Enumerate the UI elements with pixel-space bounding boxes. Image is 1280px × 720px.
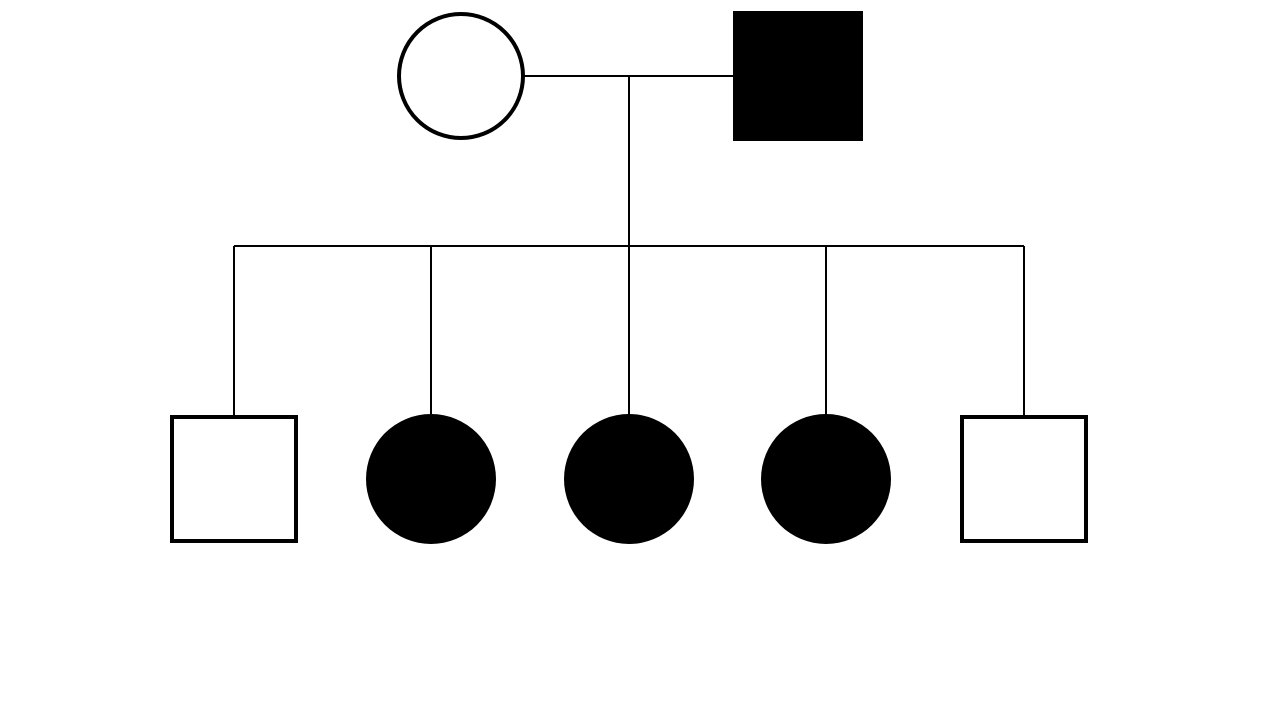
pedigree-symbols	[170, 11, 1088, 544]
unaffected-male-child-5	[960, 415, 1088, 543]
unaffected-male-child-1	[170, 415, 298, 543]
connector-lines	[233, 75, 1025, 415]
affected-female-child-3	[564, 414, 694, 544]
affected-female-child-2	[366, 414, 496, 544]
affected-male-parent	[733, 11, 863, 141]
unaffected-female-parent	[397, 12, 525, 140]
affected-female-child-4	[761, 414, 891, 544]
